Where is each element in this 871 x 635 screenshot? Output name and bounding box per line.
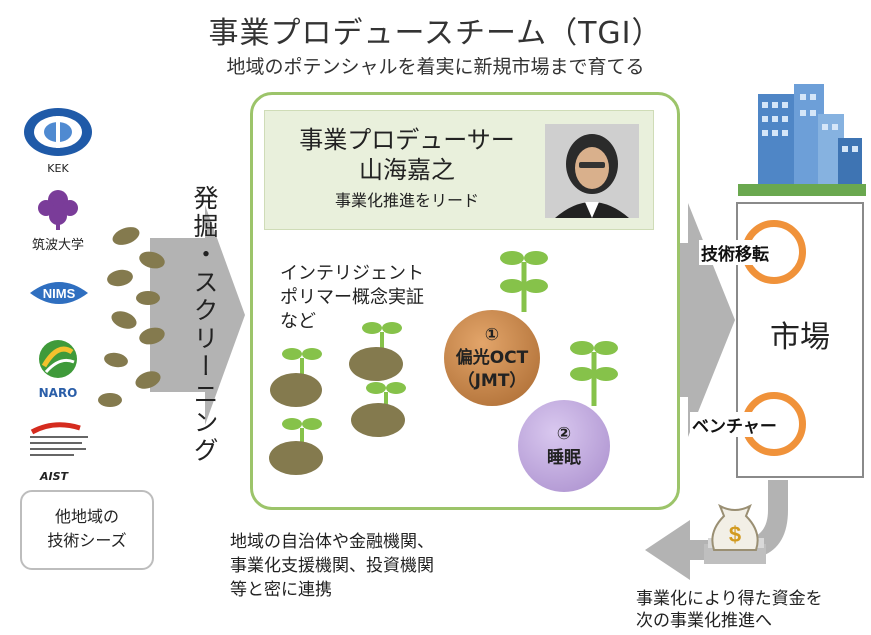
sprout xyxy=(269,418,323,475)
other-seeds-text: 他地域の 技術シーズ xyxy=(20,505,154,553)
producer-lead: 事業化推進をリード xyxy=(334,191,479,210)
naro-logo-icon xyxy=(34,338,82,380)
nims-logo-icon: NIMS xyxy=(26,275,92,311)
collaboration-note-line3: 等と密に連携 xyxy=(230,580,332,600)
sprout xyxy=(349,322,403,381)
poc-note-line1: インテリジェント xyxy=(280,263,424,284)
sprout xyxy=(270,348,322,407)
sprout xyxy=(500,251,548,312)
project2-name: 睡眠 xyxy=(547,448,581,468)
producer-title: 事業プロデューサー 山海嘉之 xyxy=(272,125,542,185)
screening-label: 発掘・スクリーニング xyxy=(190,185,219,465)
other-seeds-box xyxy=(20,490,154,570)
capital-note-line2: 次の事業化推進へ xyxy=(636,611,772,631)
project1-circle: ① 偏光OCT （JMT） xyxy=(444,310,540,406)
diagram-subtitle: 地域のポテンシャルを着実に新規市場まで育てる xyxy=(226,56,645,78)
buildings-icon xyxy=(738,84,866,196)
project1-number: ① xyxy=(484,324,500,345)
seed xyxy=(135,371,161,389)
tsukuba-label: 筑波大学 xyxy=(31,238,84,253)
poc-note: インテリジェント ポリマー概念実証 など xyxy=(280,262,424,334)
diagram-title: 事業プロデュースチーム（TGI） xyxy=(208,16,663,51)
collaboration-note: 地域の自治体や金融機関、 事業化支援機関、投資機関 等と密に連携 xyxy=(230,530,434,602)
seed xyxy=(139,251,165,269)
seed xyxy=(98,393,122,407)
seed-cluster xyxy=(98,227,165,407)
money-bag-icon: $ xyxy=(704,503,766,564)
project2-number: ② xyxy=(556,424,572,444)
kek-logo-icon xyxy=(22,106,94,158)
project2-circle: ② 睡眠 xyxy=(518,400,610,492)
market-label: 市場 xyxy=(770,320,830,355)
svg-text:NIMS: NIMS xyxy=(43,286,76,301)
seed xyxy=(139,327,165,345)
collaboration-note-line1: 地域の自治体や金融機関、 xyxy=(230,532,434,552)
kek-label: KEK xyxy=(47,162,69,175)
seed xyxy=(111,311,137,329)
producer-title-line1: 事業プロデューサー xyxy=(299,126,515,154)
seed xyxy=(136,291,160,305)
project1-name: 偏光OCT xyxy=(455,347,529,368)
sprout xyxy=(570,341,618,406)
other-seeds-line2: 技術シーズ xyxy=(47,531,127,550)
tech-transfer-label: 技術移転 xyxy=(699,240,771,265)
producer-name: 山海嘉之 xyxy=(359,156,455,184)
seed xyxy=(112,227,140,245)
capital-note-line1: 事業化により得た資金を xyxy=(636,589,823,609)
capital-note: 事業化により得た資金を 次の事業化推進へ xyxy=(636,588,823,632)
other-seeds-line1: 他地域の xyxy=(54,507,119,526)
poc-note-line2: ポリマー概念実証 xyxy=(280,287,424,308)
collaboration-note-line2: 事業化支援機関、投資機関 xyxy=(230,556,434,576)
venture-label: ベンチャー xyxy=(690,412,779,437)
tsukuba-logo-icon xyxy=(30,186,86,232)
sprout xyxy=(351,382,406,437)
seed xyxy=(107,269,133,287)
seed xyxy=(104,352,128,368)
aist-logo-icon xyxy=(24,418,94,474)
sprout-field xyxy=(269,251,618,475)
screening-arrow xyxy=(150,205,245,425)
poc-note-line3: など xyxy=(280,311,316,332)
svg-text:$: $ xyxy=(729,522,741,547)
aist-label: AIST xyxy=(39,470,69,483)
project1-org: （JMT） xyxy=(457,370,527,391)
naro-label: NARO xyxy=(38,386,78,400)
producer-photo xyxy=(545,124,639,218)
